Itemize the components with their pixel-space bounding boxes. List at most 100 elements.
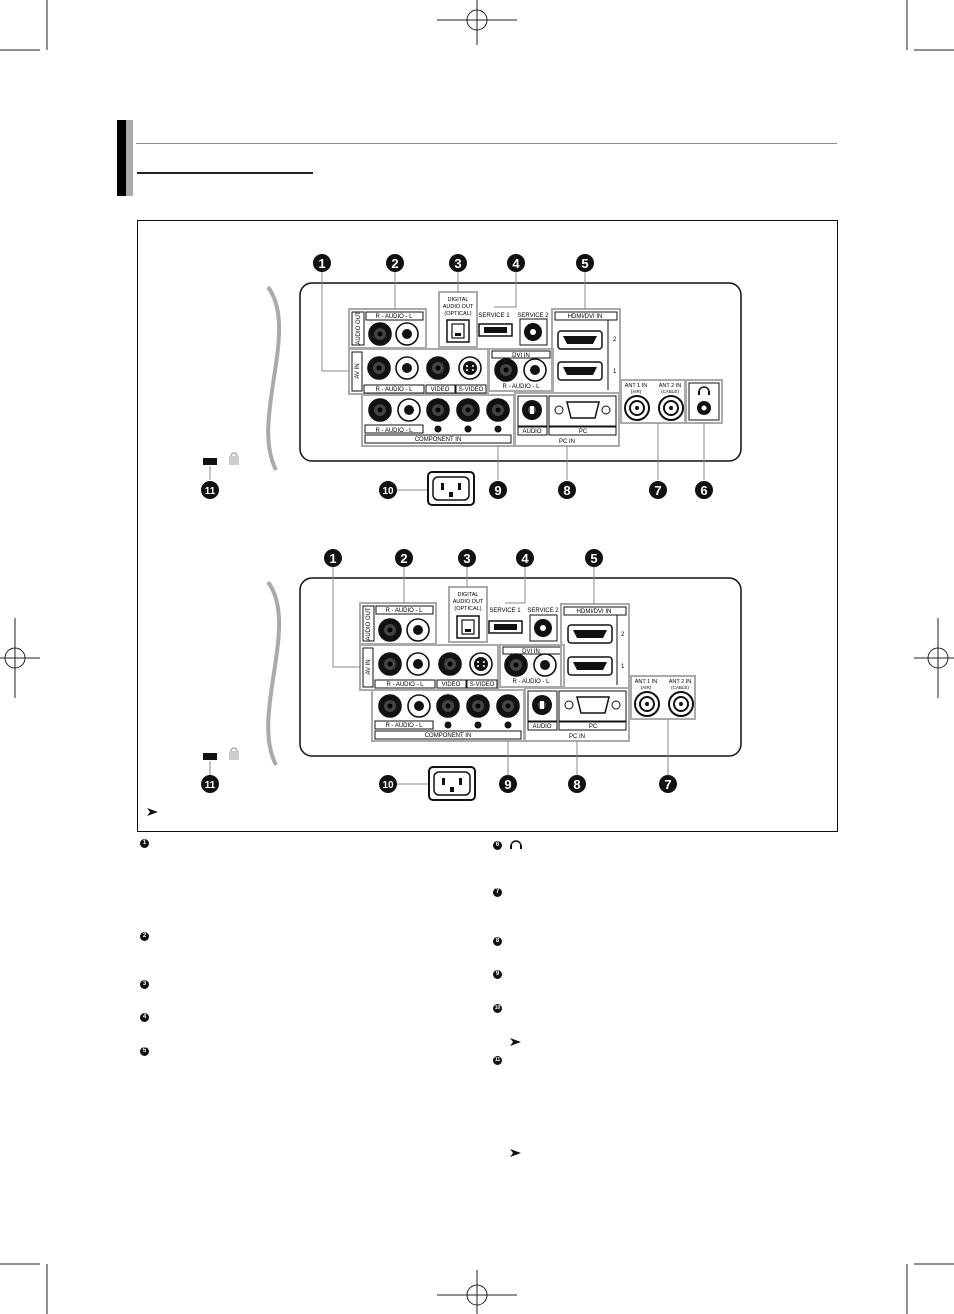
svg-text:10: 10: [382, 486, 394, 497]
av-in-label: AV IN: [355, 363, 361, 378]
tv-side-curve: [266, 285, 282, 471]
video-label: VIDEO: [431, 387, 450, 393]
list-bullet-4: 4: [140, 1013, 149, 1022]
callout-2-top: 2: [386, 254, 404, 272]
callout-10-top: 10: [379, 481, 397, 499]
callout-1-top: 1: [313, 254, 331, 272]
svg-text:11: 11: [205, 780, 216, 791]
headphone-icon: [510, 840, 522, 847]
svg-text:7: 7: [664, 777, 671, 792]
note-arrow-icon: [510, 1038, 521, 1046]
callout-5-top: 5: [576, 254, 594, 272]
hdmi-2-label: 2: [613, 337, 617, 343]
header-rule: [136, 143, 837, 144]
digital-audio-label-1-b: DIGITAL: [458, 592, 479, 598]
svg-text:6: 6: [700, 483, 707, 498]
service2-label-b: SERVICE 2: [527, 608, 559, 614]
component-rl-label: R - AUDIO - L: [375, 428, 413, 434]
dvi-in-label: DVI IN: [512, 353, 530, 359]
list-bullet-2: 2: [140, 932, 149, 941]
callout-5-bottom: 5: [585, 549, 603, 567]
callout-8-bottom: 8: [568, 775, 586, 793]
pc-in-label-b: PC IN: [569, 734, 585, 740]
svg-text:7: 7: [654, 483, 661, 498]
list-bullet-7: 7: [493, 888, 502, 897]
ant2-label-b: ANT 2 IN: [669, 679, 692, 685]
audio-out-rl-label-b: R - AUDIO - L: [385, 608, 423, 614]
callout-4-bottom: 4: [516, 549, 534, 567]
video-label-b: VIDEO: [442, 682, 461, 688]
hdmi-1-label-b: 1: [621, 664, 625, 670]
pc-label-b: PC: [589, 724, 598, 730]
digital-audio-label-3-b: (OPTICAL): [454, 606, 481, 612]
callout-4-top: 4: [507, 254, 525, 272]
callout-1-bottom: 1: [324, 549, 342, 567]
callout-11-bottom: 11: [201, 775, 219, 793]
dvi-in-rl-label-b: R - AUDIO - L: [512, 679, 550, 685]
note-arrows: [147, 808, 521, 1157]
s-video-label: S-VIDEO: [459, 387, 484, 393]
digital-audio-label-2: AUDIO OUT: [443, 304, 474, 310]
svg-text:3: 3: [463, 551, 470, 566]
callout-6-top: 6: [695, 481, 713, 499]
list-bullet-6: 6: [493, 841, 502, 850]
header-underline: [137, 172, 313, 174]
list-bullet-9: 9: [493, 970, 502, 979]
callout-7-top: 7: [649, 481, 667, 499]
svg-text:5: 5: [590, 551, 597, 566]
svg-text:1: 1: [329, 551, 336, 566]
list-bullet-3: 3: [140, 980, 149, 989]
pc-label: PC: [579, 429, 588, 435]
callout-3-bottom: 3: [458, 549, 476, 567]
hdmi-2-label-b: 2: [621, 632, 625, 638]
callout-11-top: 11: [201, 481, 219, 499]
pc-audio-label: AUDIO: [522, 429, 541, 435]
note-arrow-icon: [147, 808, 158, 816]
hdmi-label-b: HDMI/DVI IN: [577, 609, 612, 615]
digital-audio-label-2-b: AUDIO OUT: [453, 599, 484, 605]
svg-text:1: 1: [318, 256, 325, 271]
av-in-label-b: AV IN: [366, 659, 372, 674]
ant2-sub-label-b: (CABLE): [671, 685, 689, 690]
top-diagram: AUDIO OUT R - AUDIO - L AV IN R - AUDIO …: [203, 272, 742, 506]
dvi-in-rl-label: R - AUDIO - L: [502, 384, 540, 390]
svg-text:2: 2: [391, 256, 398, 271]
header-bar: [117, 120, 126, 196]
pc-audio-label-b: AUDIO: [532, 724, 551, 730]
ant1-sub-label: (AIR): [631, 389, 642, 394]
av-in-rl-label: R - AUDIO - L: [375, 387, 413, 393]
svg-text:5: 5: [581, 256, 588, 271]
component-in-label-b: COMPONENT IN: [425, 733, 472, 739]
s-video-label-b: S-VIDEO: [470, 682, 495, 688]
component-rl-label-b: R - AUDIO - L: [385, 723, 423, 729]
callout-3-top: 3: [449, 254, 467, 272]
callout-10-bottom: 10: [379, 775, 397, 793]
service1-label-b: SERVICE 1: [489, 608, 521, 614]
list-bullet-8: 8: [493, 937, 502, 946]
hdmi-1-label: 1: [613, 369, 617, 375]
audio-out-rl-label: R - AUDIO - L: [375, 314, 413, 320]
callout-9-bottom: 9: [499, 775, 517, 793]
list-bullet-11: 11: [493, 1056, 502, 1065]
callout-8-top: 8: [558, 481, 576, 499]
callout-9-top: 9: [489, 481, 507, 499]
note-arrow-icon: [510, 1149, 521, 1157]
list-bullet-10: 10: [493, 1004, 502, 1013]
digital-audio-label-1: DIGITAL: [448, 297, 469, 303]
ant2-sub-label: (CABLE): [661, 389, 679, 394]
ant2-label: ANT 2 IN: [659, 383, 682, 389]
callout-2-bottom: 2: [395, 549, 413, 567]
callout-7-bottom: 7: [659, 775, 677, 793]
bottom-diagram: AUDIO OUT R - AUDIO - L AV IN R - AUDIO …: [203, 567, 742, 801]
list-bullet-1: 1: [140, 839, 149, 848]
svg-text:4: 4: [512, 256, 520, 271]
audio-out-label: AUDIO OUT: [356, 311, 362, 345]
service1-label: SERVICE 1: [478, 313, 510, 319]
header-bar-gray: [126, 120, 133, 196]
svg-text:2: 2: [400, 551, 407, 566]
list-bullet-5: 5: [140, 1047, 149, 1056]
headphone-icon: [698, 386, 710, 393]
svg-text:8: 8: [573, 777, 580, 792]
